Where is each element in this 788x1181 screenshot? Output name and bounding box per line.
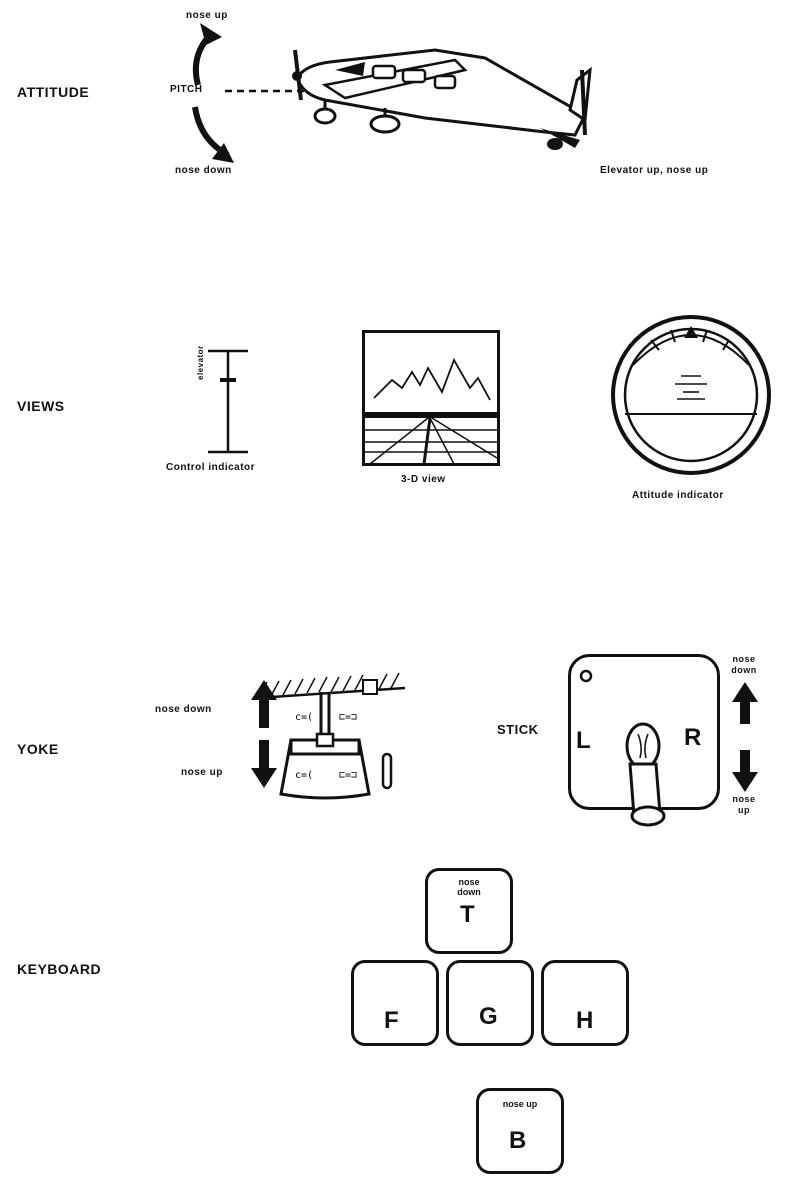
stick-arrows-icon (732, 682, 758, 792)
key-t[interactable]: nose down T (425, 868, 513, 954)
stick-left-label: L (576, 727, 592, 754)
stick-right-label: R (684, 724, 702, 751)
attitude-nose-up-label: nose up (186, 10, 228, 21)
yoke-nose-up-label: nose up (181, 767, 223, 778)
key-t-sub-line2: down (457, 887, 481, 897)
yoke-label: YOKE (17, 741, 59, 757)
stick-nose-down-line2: down (731, 665, 757, 675)
key-b-sub: nose up (502, 1099, 538, 1109)
stick-nose-up-line2: up (738, 805, 750, 815)
svg-text:⊏=⊐: ⊏=⊐ (339, 770, 357, 781)
attitude-indicator-caption: Attitude indicator (632, 490, 724, 501)
key-t-sub-line1: nose (458, 877, 480, 887)
key-h[interactable]: H (541, 960, 629, 1046)
stick-label: STICK (497, 722, 539, 737)
3d-view-panel (362, 330, 500, 466)
key-g[interactable]: G (446, 960, 534, 1046)
stick-nose-down-label: nose down (724, 654, 764, 676)
stick-nose-up-label: nose up (724, 794, 764, 816)
stick-panel (568, 654, 720, 827)
key-h-letter: H (576, 1007, 594, 1034)
keyboard-label: KEYBOARD (17, 961, 102, 977)
stick-nose-up-line1: nose (732, 794, 756, 804)
control-indicator-caption: Control indicator (166, 462, 256, 473)
stick-nose-down-line1: nose (732, 654, 756, 664)
pitch-arrows-icon (192, 23, 234, 163)
pitch-label: PITCH (170, 84, 203, 95)
attitude-indicator-gauge (611, 315, 771, 475)
airplane-icon (292, 48, 592, 150)
key-b-letter: B (509, 1127, 527, 1154)
yoke-arrows-icon (251, 680, 277, 788)
key-f-letter: F (384, 1007, 399, 1034)
svg-text:c=(: c=( (295, 712, 313, 723)
key-g-letter: G (479, 1003, 498, 1030)
yoke-nose-down-label: nose down (155, 704, 212, 715)
control-scale-label: elevator (196, 345, 205, 380)
svg-text:c=(: c=( (295, 770, 313, 781)
yoke-icon: c=( ⊏=⊐ c=( ⊏=⊐ (256, 672, 406, 800)
svg-text:⊏=⊐: ⊏=⊐ (339, 712, 357, 723)
elevator-caption: Elevator up, nose up (600, 165, 709, 176)
attitude-nose-down-label: nose down (175, 165, 232, 176)
key-f[interactable]: F (351, 960, 439, 1046)
attitude-label: ATTITUDE (17, 84, 90, 100)
key-t-letter: T (460, 901, 475, 928)
key-b[interactable]: nose up B (476, 1088, 564, 1174)
control-indicator-gauge (208, 349, 248, 454)
views-label: VIEWS (17, 398, 65, 414)
3d-view-caption: 3-D view (401, 474, 446, 485)
